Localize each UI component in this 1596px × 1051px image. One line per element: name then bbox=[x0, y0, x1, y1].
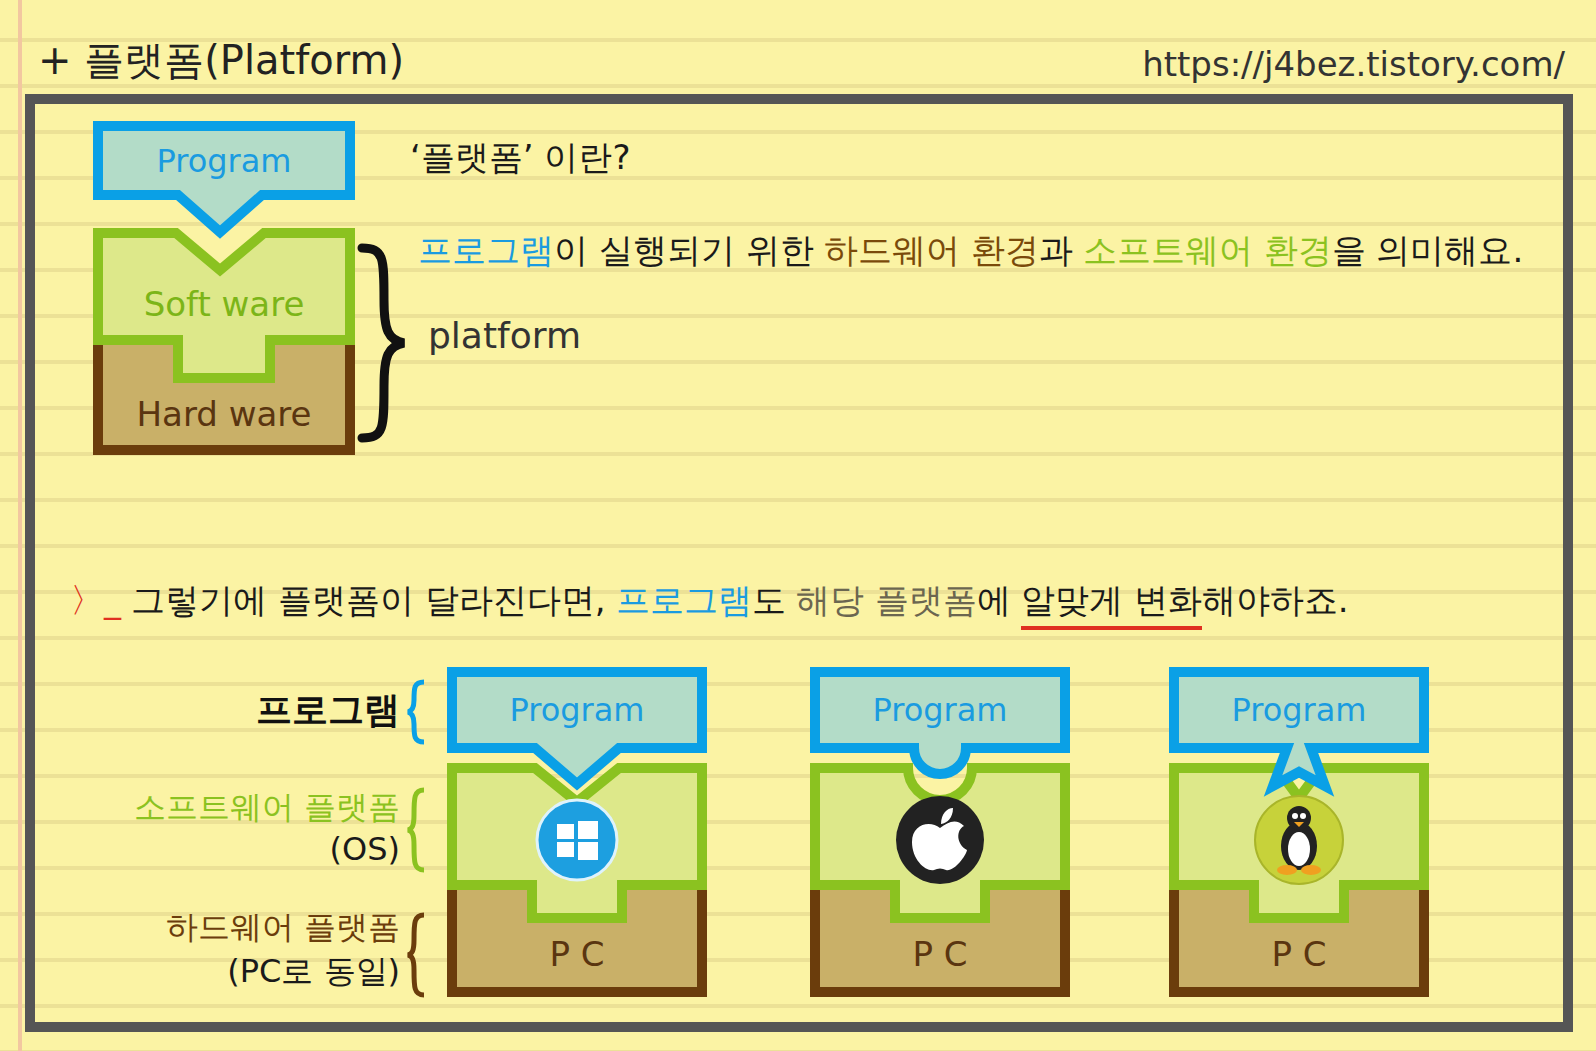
prompt-mark: 〉_ bbox=[70, 578, 121, 624]
program-block bbox=[815, 672, 1065, 774]
url-text: https://j4bez.tistory.com/ bbox=[1142, 44, 1565, 85]
keyword: 해당 플랫폼 bbox=[796, 578, 977, 624]
pc-box: P C bbox=[1179, 922, 1419, 986]
os-block bbox=[815, 768, 1065, 918]
brace bbox=[362, 248, 404, 438]
side-label: (PC로 동일) bbox=[227, 952, 400, 990]
program-box: Program bbox=[820, 677, 1060, 743]
side-label: 하드웨어 플랫폼 bbox=[166, 908, 400, 946]
node-label: P C bbox=[549, 934, 604, 974]
body-text: 을 의미해요. bbox=[1332, 228, 1524, 274]
node-label: Soft ware bbox=[144, 284, 305, 324]
program-block bbox=[98, 126, 350, 232]
frame bbox=[30, 99, 1568, 1027]
emphasis-text: 알맞게 변화 bbox=[1021, 578, 1202, 630]
body-text: 과 bbox=[1039, 228, 1073, 274]
platform-column bbox=[815, 672, 1065, 992]
brace bbox=[408, 790, 424, 870]
os-block bbox=[1174, 768, 1424, 918]
sentence-row: 프로그램이 실행되기 위한하드웨어 환경과소프트웨어 환경을 의미해요. bbox=[418, 228, 1523, 274]
body-text: 도 bbox=[752, 578, 786, 624]
software-block bbox=[98, 233, 350, 378]
brace-label: platform bbox=[428, 314, 581, 357]
platform-column bbox=[452, 672, 702, 992]
sentence-row: 〉_그렇기에 플랫폼이 달라진다면,프로그램도해당 플랫폼에알맞게 변화해야하죠… bbox=[70, 578, 1349, 630]
margin-line bbox=[18, 0, 22, 1051]
keyword: 하드웨어 환경 bbox=[824, 228, 1039, 274]
brace bbox=[408, 682, 424, 742]
platform-column bbox=[1174, 672, 1424, 992]
keyword: 프로그램 bbox=[418, 228, 554, 274]
side-label: 프로그램 bbox=[256, 688, 400, 731]
question-text: ‘플랫폼’ 이란? bbox=[410, 137, 630, 178]
body-text: 에 bbox=[977, 578, 1011, 624]
node-label: Program bbox=[872, 691, 1007, 729]
program-box: Program bbox=[457, 677, 697, 743]
node-label: Program bbox=[509, 691, 644, 729]
program-block bbox=[1174, 672, 1424, 786]
body-text: 해야하죠. bbox=[1202, 578, 1349, 624]
brace bbox=[408, 915, 424, 995]
program-block bbox=[452, 672, 702, 784]
keyword: 소프트웨어 환경 bbox=[1083, 228, 1332, 274]
program-box: Program bbox=[103, 131, 345, 191]
node-label: Hard ware bbox=[137, 394, 312, 434]
software-box: Soft ware bbox=[103, 272, 345, 336]
body-text: 이 실행되기 위한 bbox=[554, 228, 814, 274]
node-label: P C bbox=[912, 934, 967, 974]
node-label: Program bbox=[156, 142, 291, 180]
side-label: (OS) bbox=[330, 830, 400, 868]
keyword: 프로그램 bbox=[616, 578, 752, 624]
pc-box: P C bbox=[820, 922, 1060, 986]
program-box: Program bbox=[1179, 677, 1419, 743]
node-label: Program bbox=[1231, 691, 1366, 729]
node-label: P C bbox=[1271, 934, 1326, 974]
os-icon bbox=[537, 800, 617, 880]
os-icon bbox=[1255, 796, 1343, 884]
hardware-box: Hard ware bbox=[103, 382, 345, 446]
os-icon bbox=[896, 796, 984, 884]
body-text: 그렇기에 플랫폼이 달라진다면, bbox=[131, 578, 605, 624]
side-label: 소프트웨어 플랫폼 bbox=[134, 788, 400, 826]
pc-box: P C bbox=[457, 922, 697, 986]
page-title: + 플랫폼(Platform) bbox=[38, 36, 404, 84]
